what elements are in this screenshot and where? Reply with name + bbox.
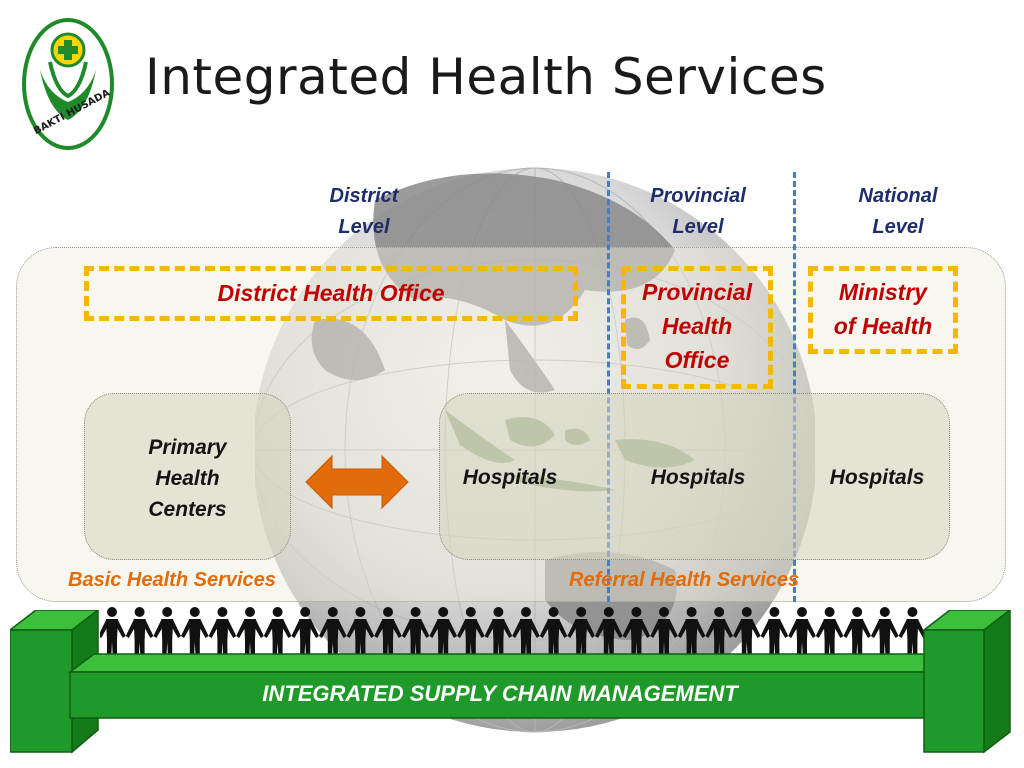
hospitals-national-label: Hospitals (829, 466, 925, 489)
person-figure (125, 607, 154, 662)
divider-district-provincial (607, 172, 610, 602)
person-figure (622, 607, 651, 662)
person-figure (705, 607, 733, 662)
person-figure (208, 607, 237, 662)
supply-chain-label: INTEGRATED SUPPLY CHAIN MANAGEMENT (262, 681, 738, 706)
person-figure (677, 607, 706, 662)
person-figure (236, 607, 264, 662)
person-figure (843, 607, 871, 662)
level-national-line2: Level (872, 216, 924, 238)
provincial-office-line3: Office (664, 347, 730, 373)
provincial-office-line2: Health (661, 313, 733, 339)
level-provincial-line1: Provincial (650, 185, 746, 207)
person-figure (291, 607, 319, 662)
district-health-office-label: District Health Office (217, 280, 445, 306)
person-figure (788, 607, 816, 662)
ministry-line1: Ministry (838, 279, 928, 305)
double-arrow-icon (304, 454, 410, 515)
person-figure (760, 607, 789, 662)
person-figure (153, 607, 181, 662)
person-figure (484, 607, 513, 662)
supply-chain-bar (7, 608, 1014, 765)
divider-provincial-national (793, 172, 796, 602)
bakti-husada-logo-icon (18, 12, 118, 152)
person-figure (457, 607, 485, 662)
person-figure (815, 607, 844, 662)
person-figure (401, 607, 430, 662)
person-figure (374, 607, 402, 662)
basic-health-services-label: Basic Health Services (68, 569, 276, 591)
person-figure (898, 607, 927, 662)
person-figure (512, 607, 540, 662)
person-figure (595, 607, 623, 662)
hospitals-box (439, 393, 950, 560)
level-national: National Level (818, 181, 978, 243)
ministry-line2: of Health (833, 313, 933, 339)
district-health-office-box: District Health Office (84, 266, 578, 321)
person-figure (319, 607, 347, 662)
provincial-office-line1: Provincial (642, 279, 752, 305)
level-provincial-line2: Level (672, 216, 724, 238)
person-figure (98, 607, 126, 662)
person-figure (539, 607, 568, 662)
primary-line1: Primary (148, 436, 227, 459)
level-provincial: Provincial Level (618, 181, 778, 243)
level-district-line2: Level (338, 216, 390, 238)
person-figure (429, 607, 457, 662)
hospitals-provincial-label: Hospitals (650, 466, 746, 489)
provincial-health-office-box: Provincial Health Office (621, 266, 773, 389)
level-national-line1: National (858, 185, 938, 207)
person-figure (650, 607, 678, 662)
primary-line2: Health (155, 467, 220, 490)
person-figure (871, 607, 899, 662)
primary-line3: Centers (148, 498, 227, 521)
person-figure (346, 607, 375, 662)
primary-health-centers-box: Primary Health Centers (84, 393, 291, 560)
people-chain-icon (98, 606, 930, 671)
person-figure (567, 607, 595, 662)
page-title: Integrated Health Services (145, 48, 827, 106)
ministry-of-health-box: Ministry of Health (808, 266, 958, 354)
person-figure (181, 607, 209, 662)
hospitals-district-label: Hospitals (462, 466, 558, 489)
level-district: District Level (284, 181, 444, 243)
person-figure (733, 607, 761, 662)
referral-health-services-label: Referral Health Services (569, 569, 800, 591)
person-figure (263, 607, 292, 662)
level-district-line1: District (329, 185, 399, 207)
